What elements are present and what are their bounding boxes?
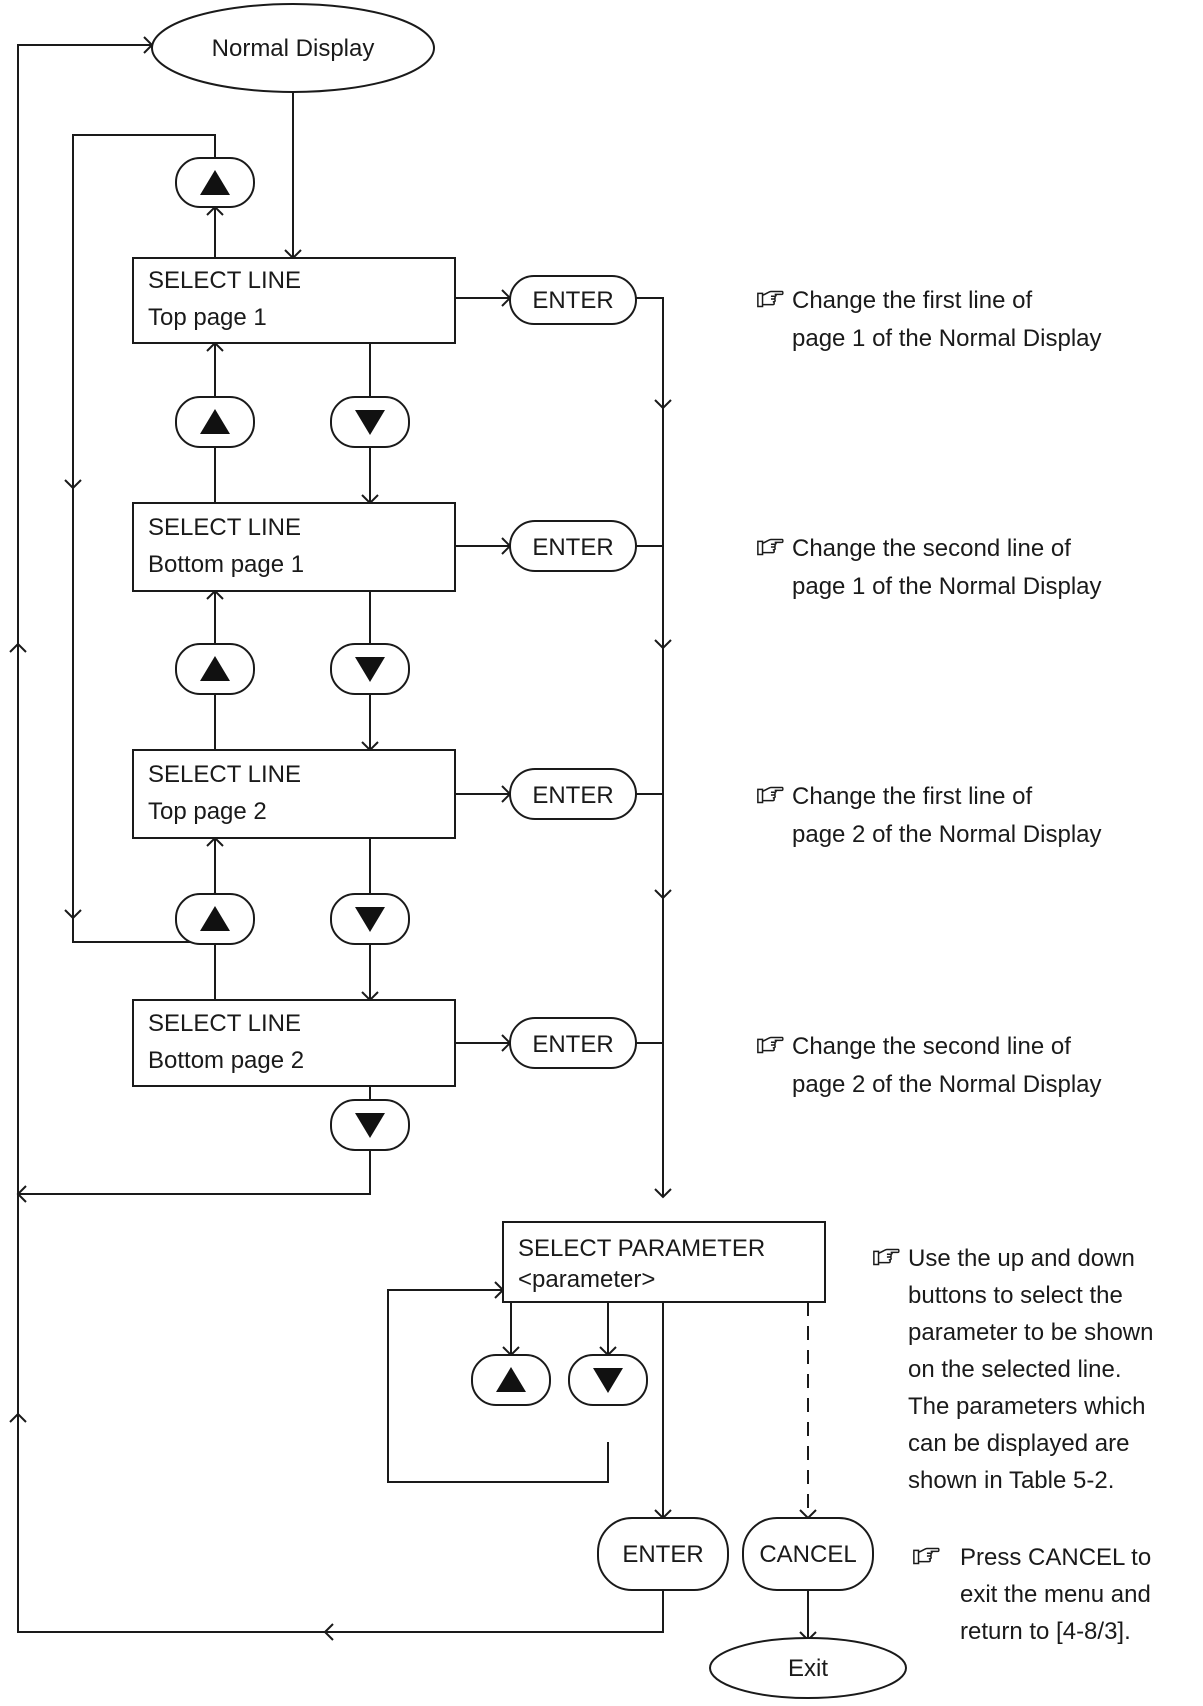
up-arrow-icon [200,170,230,195]
note-line: shown in Table 5-2. [908,1467,1114,1494]
exit-label: Exit [788,1655,828,1682]
enter-button[interactable]: ENTER [509,1017,637,1069]
down-button[interactable] [330,1099,410,1151]
up-arrow-icon [200,656,230,681]
down-button[interactable] [568,1354,648,1406]
note-line: on the selected line. [908,1356,1121,1383]
box-title: SELECT LINE [148,761,301,788]
note-line: Use the up and down [908,1245,1135,1272]
up-button[interactable] [175,396,255,448]
param-title: SELECT PARAMETER [518,1235,765,1262]
pointing-hand-icon [913,1547,940,1565]
note-line: exit the menu and [960,1581,1151,1608]
enter-label: ENTER [532,782,613,809]
pointing-hand-icon [757,786,784,804]
normal-display-node: Normal Display [151,3,435,93]
note-3: Change the first line of page 2 of the N… [757,783,1102,848]
enter-button[interactable]: ENTER [509,520,637,572]
up-button[interactable] [175,893,255,945]
box-subtitle: Top page 1 [148,304,267,331]
enter-label: ENTER [622,1541,703,1568]
select-line-box-bottom-page-2: SELECT LINE Bottom page 2 [132,999,456,1087]
enter-button[interactable]: ENTER [509,275,637,325]
note-line: Change the first line of [792,287,1032,314]
up-button[interactable] [175,643,255,695]
note-line: Change the first line of [792,783,1032,810]
select-line-box-top-page-1: SELECT LINE Top page 1 [132,257,456,344]
note-line: can be displayed are [908,1430,1129,1457]
select-line-box-bottom-page-1: SELECT LINE Bottom page 1 [132,502,456,592]
select-line-box-top-page-2: SELECT LINE Top page 2 [132,749,456,839]
note-line: page 1 of the Normal Display [792,325,1102,352]
note-line: Change the second line of [792,535,1071,562]
note-line: return to [4-8/3]. [960,1618,1131,1645]
pointing-hand-icon [757,290,784,308]
select-parameter-box: SELECT PARAMETER <parameter> [502,1221,826,1303]
box-title: SELECT LINE [148,514,301,541]
down-arrow-icon [355,907,385,932]
down-arrow-icon [355,1113,385,1138]
box-subtitle: Bottom page 2 [148,1047,304,1074]
cancel-button[interactable]: CANCEL [742,1517,874,1591]
cancel-label: CANCEL [759,1541,856,1568]
up-arrow-icon [496,1367,526,1392]
up-button[interactable] [175,157,255,208]
enter-label: ENTER [532,1031,613,1058]
up-arrow-icon [200,906,230,931]
note-line: parameter to be shown [908,1319,1153,1346]
box-title: SELECT LINE [148,1010,301,1037]
note-6: Press CANCEL to exit the menu and return… [913,1544,1151,1645]
up-arrow-icon [200,409,230,434]
down-arrow-icon [593,1368,623,1393]
pointing-hand-icon [757,1036,784,1054]
exit-node: Exit [709,1637,907,1699]
down-arrow-icon [355,657,385,682]
note-line: page 2 of the Normal Display [792,821,1102,848]
pointing-hand-icon [873,1248,900,1266]
down-arrow-icon [355,410,385,435]
down-button[interactable] [330,396,410,448]
normal-display-label: Normal Display [212,35,375,62]
box-title: SELECT LINE [148,267,301,294]
down-button[interactable] [330,643,410,695]
note-1: Change the first line of page 1 of the N… [757,287,1102,352]
enter-button[interactable]: ENTER [509,768,637,820]
down-button[interactable] [330,893,410,945]
note-line: buttons to select the [908,1282,1123,1309]
enter-label: ENTER [532,534,613,561]
note-line: page 2 of the Normal Display [792,1071,1102,1098]
note-5: Use the up and down buttons to select th… [873,1245,1153,1494]
enter-button-final[interactable]: ENTER [597,1517,729,1591]
note-line: Press CANCEL to [960,1544,1151,1571]
box-subtitle: Bottom page 1 [148,551,304,578]
note-4: Change the second line of page 2 of the … [757,1033,1102,1098]
up-button[interactable] [471,1354,551,1406]
enter-label: ENTER [532,287,613,314]
box-subtitle: Top page 2 [148,798,267,825]
note-line: page 1 of the Normal Display [792,573,1102,600]
param-subtitle: <parameter> [518,1266,655,1293]
note-line: Change the second line of [792,1033,1071,1060]
note-2: Change the second line of page 1 of the … [757,535,1102,600]
note-line: The parameters which [908,1393,1145,1420]
pointing-hand-icon [757,538,784,556]
